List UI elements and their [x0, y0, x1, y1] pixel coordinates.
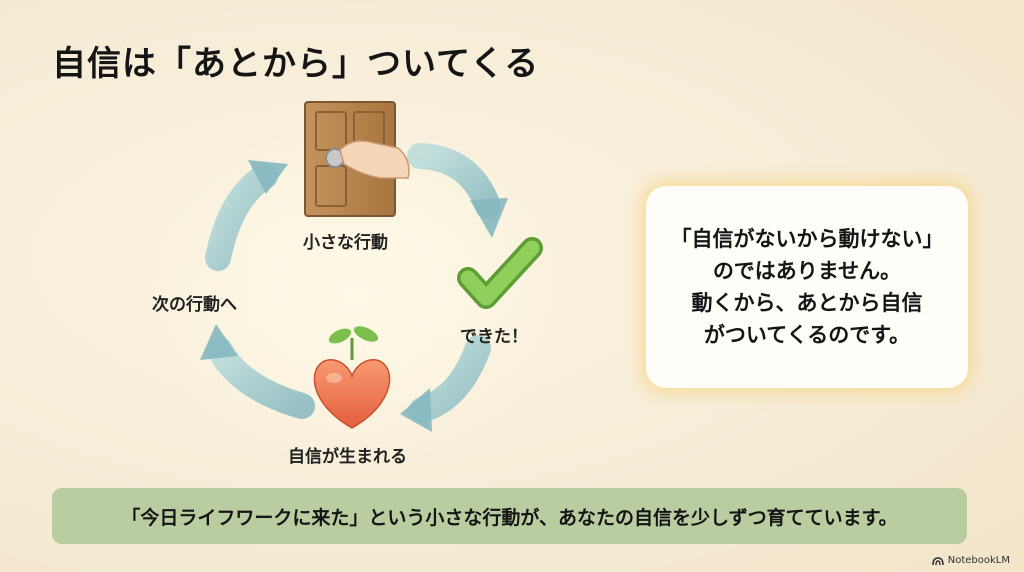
hand-icon [339, 140, 410, 179]
callout-line: 「自信がないから動けない」 [670, 227, 944, 251]
page-title: 自信は「あとから」ついてくる [52, 44, 540, 84]
heart-sprout-icon [313, 326, 391, 429]
cycle-diagram [145, 101, 565, 473]
callout-line: 動くから、あとから自信 [691, 291, 923, 315]
callout-line: がついてくるのです。 [703, 323, 911, 347]
brand-name: NotebookLM [947, 555, 1010, 566]
arrow-top-right-icon [407, 143, 508, 238]
arrow-bottom-left-icon [200, 324, 315, 419]
step-label-next-action: 次の行動へ [152, 295, 237, 315]
step-label-small-action: 小さな行動 [303, 233, 388, 253]
arrow-bottom-right-icon [400, 335, 491, 432]
check-mark-icon [457, 237, 543, 309]
notebooklm-logo-icon [931, 556, 944, 565]
summary-banner-text: 「今日ライフワークに来た」という小さな行動が、あなたの自信を少しずつ育てています… [121, 506, 898, 529]
brand-watermark: NotebookLM [931, 555, 1010, 566]
arrow-top-left-icon [205, 160, 288, 271]
step-label-done: できた！ [460, 327, 528, 347]
message-callout: 「自信がないから動けない」 のではありません。 動くから、あとから自信 がついて… [646, 186, 968, 388]
callout-line: のではありません。 [712, 259, 902, 283]
summary-banner: 「今日ライフワークに来た」という小さな行動が、あなたの自信を少しずつ育てています… [52, 488, 967, 544]
step-label-confidence-born: 自信が生まれる [288, 447, 407, 467]
